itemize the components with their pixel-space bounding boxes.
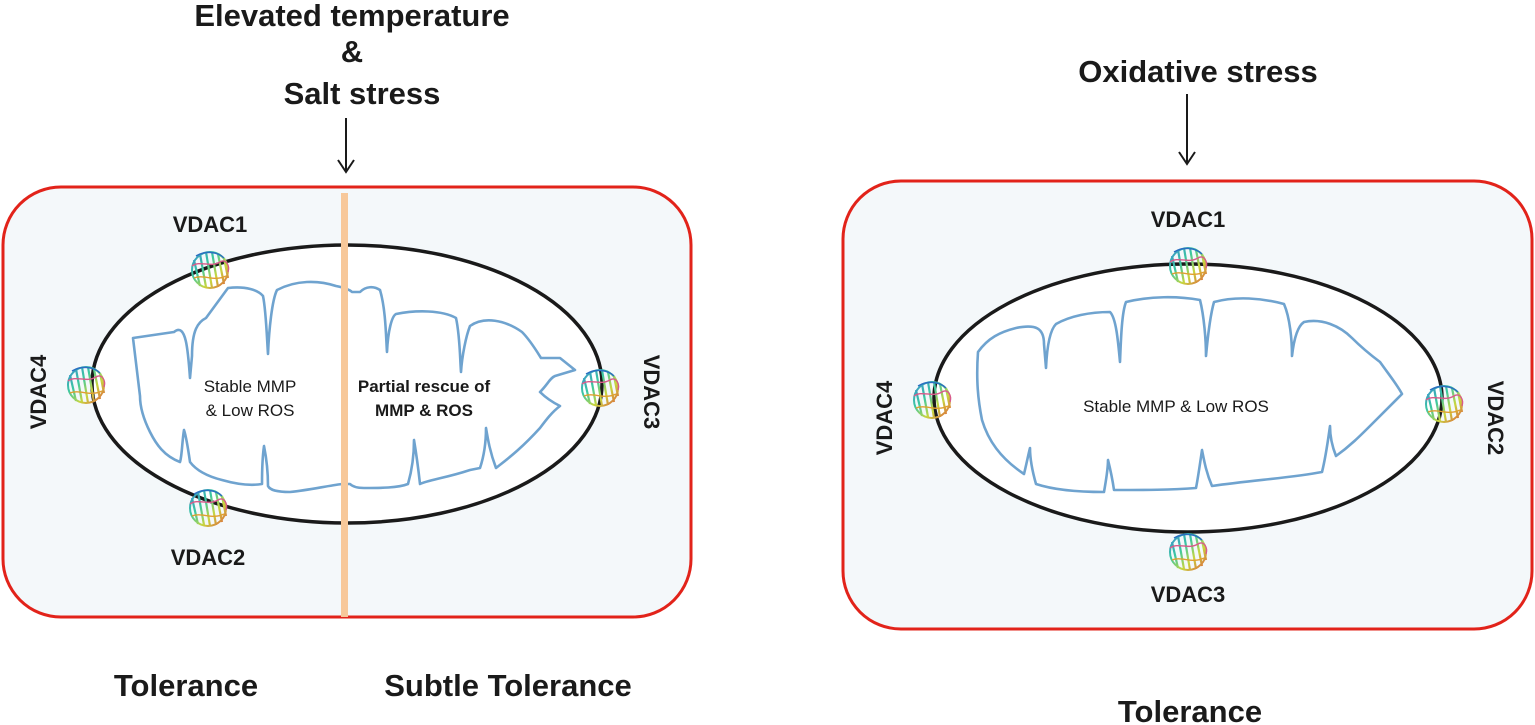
right-panel: Oxidative stress VDAC1 VDAC4 VDAC2 VDAC3… <box>841 54 1534 725</box>
inner-text-right-line1: Partial rescue of <box>358 377 491 396</box>
inner-text: Stable MMP & Low ROS <box>1083 397 1269 416</box>
inner-text-left-line2: & Low ROS <box>206 401 295 420</box>
outcome-left: Tolerance <box>114 668 258 703</box>
vdac3-label: VDAC3 <box>639 355 664 430</box>
arrow-down-icon <box>1178 94 1196 166</box>
vdac2-label: VDAC2 <box>171 545 246 570</box>
vdac4-label: VDAC4 <box>26 354 51 429</box>
vdac1-label: VDAC1 <box>1151 207 1226 232</box>
stimulus-title-line3: Salt stress <box>284 76 441 111</box>
mitochondrion-inner-membrane <box>975 295 1404 494</box>
stimulus-title-line2: & <box>341 34 363 69</box>
arrow-down-icon <box>337 118 355 174</box>
outcome-right: Subtle Tolerance <box>384 668 632 703</box>
vdac1-label: VDAC1 <box>173 212 248 237</box>
left-panel: Elevated temperature & Salt stress VDAC1… <box>1 0 693 703</box>
inner-text-right-line2: MMP & ROS <box>375 401 473 420</box>
vdac2-label: VDAC2 <box>1483 381 1508 456</box>
stimulus-title: Oxidative stress <box>1078 54 1318 89</box>
outcome: Tolerance <box>1118 694 1262 725</box>
divider-bar <box>341 193 348 617</box>
vdac3-label: VDAC3 <box>1151 582 1226 607</box>
vdac4-label: VDAC4 <box>872 380 897 455</box>
mitochondrion-inner-membrane <box>131 280 577 494</box>
inner-text-left-line1: Stable MMP <box>204 377 297 396</box>
stimulus-title-line1: Elevated temperature <box>194 0 509 33</box>
